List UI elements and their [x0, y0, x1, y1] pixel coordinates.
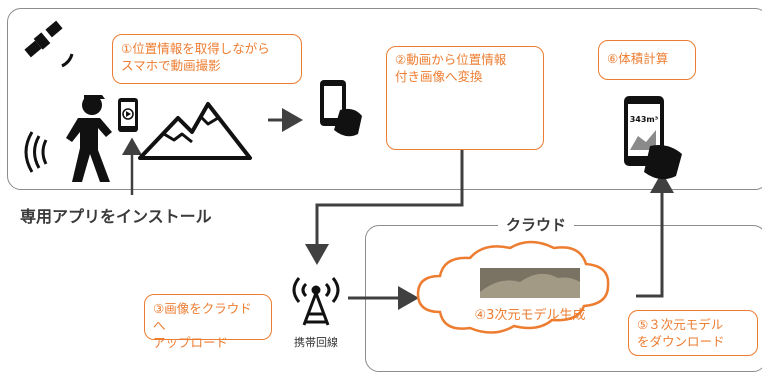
step1-callout: ①位置情報を取得しながら スマホで動画撮影 [112, 34, 302, 84]
step4-label: ④3次元モデル生成 [474, 308, 586, 323]
cloud-shape [416, 240, 610, 334]
antenna-label: 携帯回線 [294, 336, 338, 349]
step3-callout: ③画像をクラウドへ アップロード [144, 294, 272, 350]
volume-readout: 343m³ [629, 115, 659, 124]
step5-callout: ⑤３次元モデル をダウンロード [628, 310, 758, 356]
app-install-label: 専用アプリをインストール [20, 207, 212, 226]
antenna-icon [292, 277, 340, 326]
step6-callout: ⑥体積計算 [598, 40, 696, 80]
step2-callout: ②動画から位置情報 付き画像へ変換 [386, 46, 544, 150]
cloud-title: クラウド [498, 214, 575, 235]
person-filming-icon [66, 95, 138, 182]
signal-waves-icon [24, 131, 48, 173]
satellite-icon [24, 20, 74, 68]
hand-phone-icon [320, 80, 362, 137]
mountain-icon [138, 102, 252, 160]
volume-phone-icon [624, 96, 682, 180]
